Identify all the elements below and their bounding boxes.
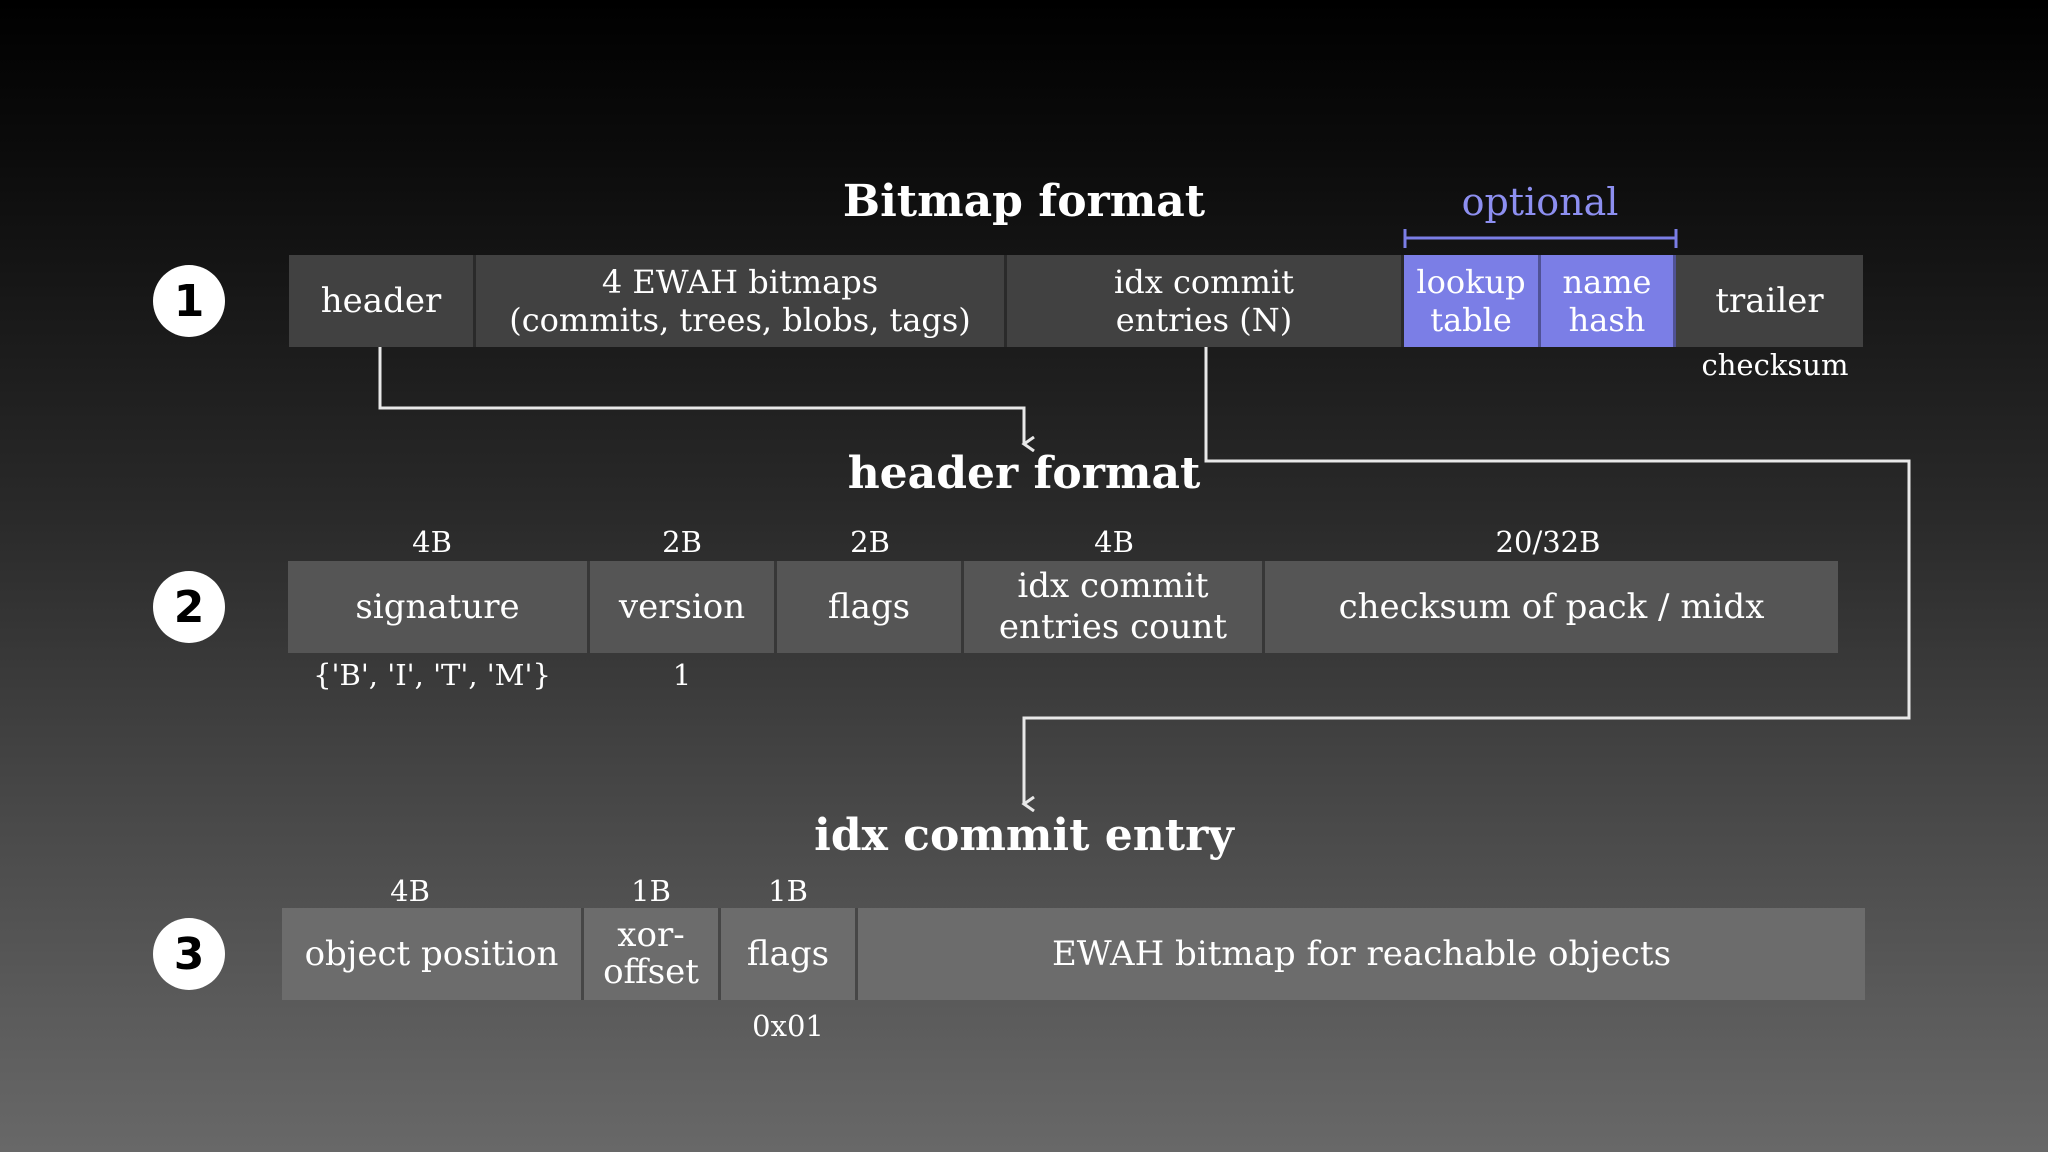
size-signature: 4B: [412, 525, 452, 559]
cell-entries-count: idx commit entries count: [964, 561, 1265, 653]
cell-idx-commit-entries: idx commit entries (N): [1007, 255, 1404, 347]
size-flags-3: 1B: [768, 874, 808, 908]
size-xor-offset: 1B: [631, 874, 671, 908]
cell-header: header: [289, 255, 476, 347]
bitmap-format-row: header 4 EWAH bitmaps (commits, trees, b…: [289, 255, 1863, 347]
cell-flags: flags: [777, 561, 964, 653]
arrow-header-to-header-format: [378, 347, 1024, 444]
cell-version: version: [590, 561, 777, 653]
size-version: 2B: [662, 525, 702, 559]
cell-checksum-pack-midx: checksum of pack / midx: [1265, 561, 1838, 653]
title-bitmap-format: Bitmap format: [842, 176, 1206, 227]
badge-3: 3: [153, 918, 225, 990]
cell-ewah-reachable: EWAH bitmap for reachable objects: [858, 908, 1865, 1000]
cell-trailer: trailer: [1676, 255, 1863, 347]
title-header-format: header format: [847, 448, 1201, 499]
header-format-row: signature version flags idx commit entri…: [288, 561, 1838, 653]
cell-name-hash: name hash: [1541, 255, 1676, 347]
note-signature-value: {'B', 'I', 'T', 'M'}: [313, 658, 551, 692]
cell-signature: signature: [288, 561, 590, 653]
title-idx-commit-entry: idx commit entry: [814, 810, 1234, 861]
cell-object-position: object position: [282, 908, 584, 1000]
note-checksum: checksum: [1701, 348, 1849, 382]
badge-1: 1: [153, 265, 225, 337]
idx-commit-entry-row: object position xor- offset flags EWAH b…: [282, 908, 1865, 1000]
arrow-entries-to-commit-entry: [1024, 347, 1911, 804]
note-flags-value: 0x01: [752, 1009, 824, 1043]
size-entries-count: 4B: [1094, 525, 1134, 559]
optional-label: optional: [1461, 180, 1619, 224]
note-version-value: 1: [672, 658, 692, 692]
badge-2: 2: [153, 571, 225, 643]
cell-flags-3: flags: [721, 908, 858, 1000]
size-object-position: 4B: [390, 874, 430, 908]
size-flags: 2B: [850, 525, 890, 559]
size-checksum: 20/32B: [1495, 525, 1601, 559]
cell-lookup-table: lookup table: [1404, 255, 1541, 347]
cell-xor-offset: xor- offset: [584, 908, 721, 1000]
cell-ewah-bitmaps: 4 EWAH bitmaps (commits, trees, blobs, t…: [476, 255, 1007, 347]
optional-bracket: [1403, 229, 1678, 248]
